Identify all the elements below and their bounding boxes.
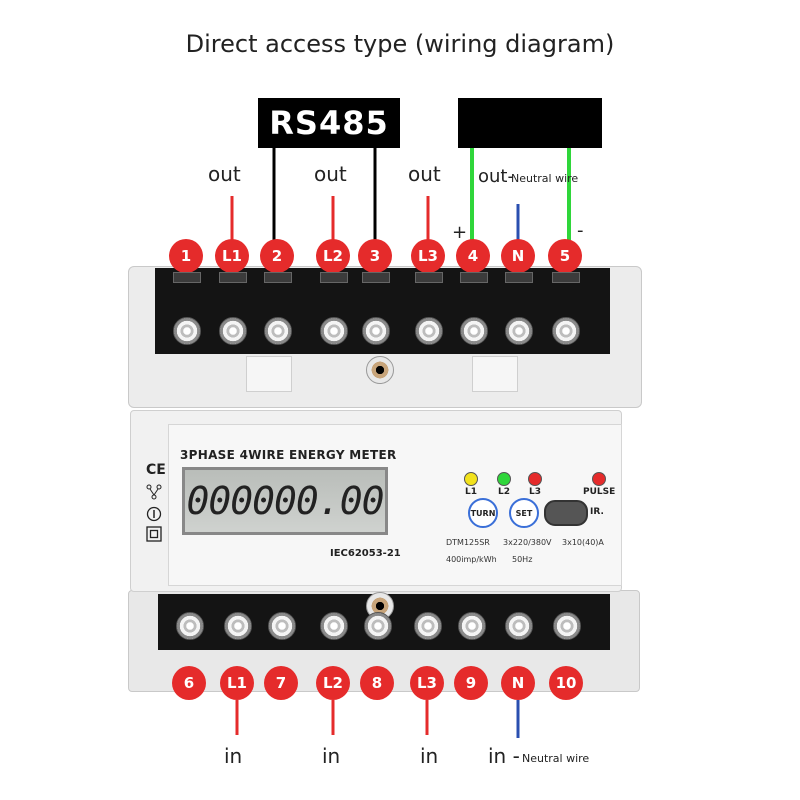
minus-sign: - [577,220,584,241]
l3-led-label: L3 [529,487,541,497]
network-icon [146,484,162,500]
top-terminal-slot [415,272,443,283]
top-terminal-slot [264,272,292,283]
top-terminal-screw[interactable] [505,317,533,345]
spec-current: 3x10(40)A [562,538,604,547]
l2-led [497,472,511,486]
spec-impulse: 400imp/kWh [446,555,497,564]
neutral-wire-note-top: Neutral wire [511,172,579,185]
out-label-n: out- [478,166,514,187]
ce-mark: CE [146,462,166,478]
top-terminal-slot [552,272,580,283]
diagram-title: Direct access type (wiring diagram) [185,30,615,58]
bottom-terminal-screw[interactable] [553,612,581,640]
l2-led-label: L2 [498,487,510,497]
bottom-terminal-screw[interactable] [505,612,533,640]
top-terminal-pin-3: L2 [316,239,350,273]
seal-screw-top [366,356,394,384]
bottom-terminal-pin-4: 8 [360,666,394,700]
l1-led-label: L1 [465,487,477,497]
rs485-label: RS485 [269,104,389,142]
top-terminal-slot [362,272,390,283]
bottom-terminal-pin-7: N [501,666,535,700]
top-terminal-screw[interactable] [362,317,390,345]
spec-voltage: 3x220/380V [503,538,552,547]
out-label-l2: out [314,162,347,186]
pulse-led [592,472,606,486]
out-label-l3: out [408,162,441,186]
bottom-terminal-screw[interactable] [320,612,348,640]
rs485-box: RS485 [258,98,400,148]
top-terminal-slot [460,272,488,283]
bottom-terminal-pin-2: 7 [264,666,298,700]
standard-label: IEC62053-21 [330,548,401,559]
set-button[interactable]: SET [509,498,539,528]
bottom-terminal-pin-1: L1 [220,666,254,700]
top-terminal-screw[interactable] [219,317,247,345]
din-clip-right [472,356,518,392]
l3-led [528,472,542,486]
bottom-terminal-pin-8: 10 [549,666,583,700]
top-terminal-pin-4: 3 [358,239,392,273]
in-label-l1: in [224,744,243,768]
top-terminal-pin-2: 2 [260,239,294,273]
top-terminal-screw[interactable] [552,317,580,345]
bottom-terminal-screw[interactable] [176,612,204,640]
top-terminal-slot [219,272,247,283]
top-terminal-screw[interactable] [320,317,348,345]
bottom-terminal-pin-5: L3 [410,666,444,700]
plus-sign: + [452,222,468,243]
bottom-terminal-pin-3: L2 [316,666,350,700]
spec-model: DTM125SR [446,538,490,547]
bottom-terminal-screw[interactable] [414,612,442,640]
top-terminal-screw[interactable] [460,317,488,345]
out-label-l1: out [208,162,241,186]
spec-frequency: 50Hz [512,555,533,564]
top-terminal-pin-0: 1 [169,239,203,273]
in-label-l2: in [322,744,341,768]
bottom-terminal-pin-6: 9 [454,666,488,700]
top-terminal-pin-8: 5 [548,239,582,273]
meter-model-title: 3PHASE 4WIRE ENERGY METER [180,448,397,462]
class-one-icon [146,506,162,522]
din-clip-left [246,356,292,392]
pulse-led-label: PULSE [583,487,616,497]
top-terminal-slot [173,272,201,283]
bottom-terminal-screw[interactable] [364,612,392,640]
double-insulation-icon [146,526,162,542]
top-terminal-screw[interactable] [415,317,443,345]
top-terminal-pin-5: L3 [411,239,445,273]
top-terminal-screw[interactable] [264,317,292,345]
top-terminal-pin-7: N [501,239,535,273]
top-terminal-screw[interactable] [173,317,201,345]
top-terminal-slot [505,272,533,283]
ir-port [544,500,588,526]
bottom-terminal-screw[interactable] [268,612,296,640]
top-terminal-pin-6: 4 [456,239,490,273]
in-label-l3: in [420,744,439,768]
lcd-display: 000000.00 [182,467,388,535]
bottom-terminal-screw[interactable] [224,612,252,640]
ir-label: IR. [590,507,604,517]
l1-led [464,472,478,486]
top-terminal-pin-1: L1 [215,239,249,273]
pulse-output-box [458,98,602,148]
in-label-n: in - [488,744,520,768]
top-terminal-slot [320,272,348,283]
neutral-wire-note-bottom: Neutral wire [522,752,590,765]
turn-button[interactable]: TURN [468,498,498,528]
bottom-terminal-screw[interactable] [458,612,486,640]
bottom-terminal-pin-0: 6 [172,666,206,700]
